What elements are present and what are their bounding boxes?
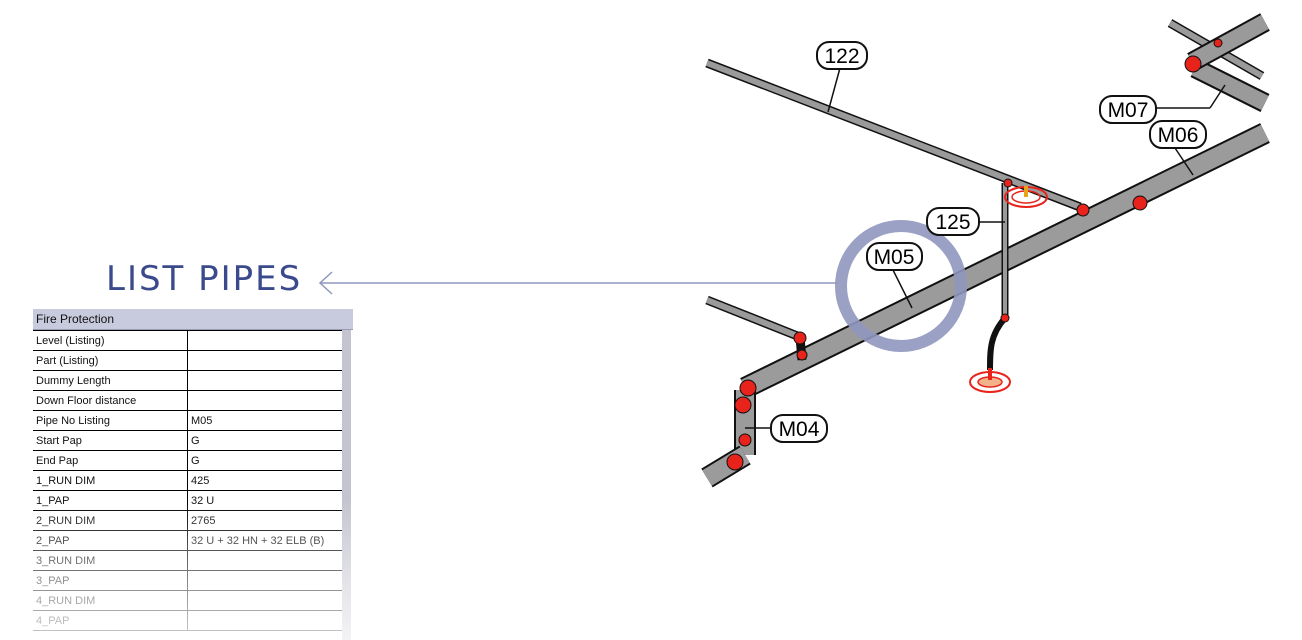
property-key: Part (Listing) xyxy=(33,350,188,371)
tag-125[interactable]: 125 xyxy=(926,207,1005,236)
tag-m05[interactable]: M05 xyxy=(866,242,923,309)
property-key: Dummy Length xyxy=(33,370,188,391)
property-row[interactable]: Level (Listing) xyxy=(33,330,343,351)
property-value[interactable]: 425 xyxy=(187,470,343,491)
fittings xyxy=(726,38,1223,471)
panel-scrollbar[interactable] xyxy=(342,330,351,640)
panel-header: Fire Protection xyxy=(33,309,353,330)
property-key: Down Floor distance xyxy=(33,390,188,411)
svg-text:M04: M04 xyxy=(779,418,820,441)
property-value[interactable] xyxy=(187,370,343,391)
property-value[interactable]: G xyxy=(187,430,343,451)
property-value[interactable]: M05 xyxy=(187,410,343,431)
property-key: End Pap xyxy=(33,450,188,471)
property-key: Pipe No Listing xyxy=(33,410,188,431)
selection-highlight-circle xyxy=(835,220,967,352)
property-row[interactable]: Down Floor distance xyxy=(33,390,343,411)
tag-m04[interactable]: M04 xyxy=(745,414,828,443)
svg-text:M07: M07 xyxy=(1108,99,1149,122)
property-value[interactable]: G xyxy=(187,450,343,471)
tag-m06[interactable]: M06 xyxy=(1149,120,1207,176)
property-value[interactable] xyxy=(187,330,343,351)
property-row[interactable]: Part (Listing) xyxy=(33,350,343,371)
pipe-m07[interactable] xyxy=(1167,13,1270,112)
pipe-122[interactable] xyxy=(705,58,1082,212)
svg-text:M05: M05 xyxy=(874,246,915,269)
list-pipes-title: LIST PIPES xyxy=(106,259,303,299)
property-key: Level (Listing) xyxy=(33,330,188,351)
property-key: 1_RUN DIM xyxy=(33,470,188,491)
sprinkler-head-bottom[interactable] xyxy=(969,368,1011,393)
property-key: Start Pap xyxy=(33,430,188,451)
svg-text:M06: M06 xyxy=(1158,124,1199,147)
property-row[interactable]: Dummy Length xyxy=(33,370,343,391)
pipe-left-branch[interactable] xyxy=(705,295,807,361)
tag-122[interactable]: 122 xyxy=(816,41,868,113)
property-value[interactable] xyxy=(187,350,343,371)
tag-m07[interactable]: M07 xyxy=(1099,84,1226,124)
property-value[interactable] xyxy=(187,390,343,411)
svg-text:125: 125 xyxy=(935,211,970,234)
svg-text:122: 122 xyxy=(824,45,859,68)
pipe-125[interactable] xyxy=(987,183,1009,371)
sprinkler-head-top[interactable] xyxy=(1004,186,1048,208)
